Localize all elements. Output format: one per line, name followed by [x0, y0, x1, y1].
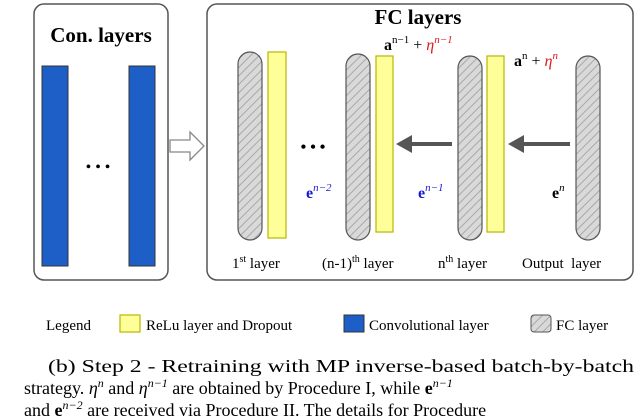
fc-layer-output — [575, 55, 601, 241]
legend-fc-swatch — [530, 314, 552, 333]
fc-ellipsis: • • • — [301, 139, 326, 156]
legend-relu-swatch — [119, 314, 141, 333]
label-output-layer: Output layer — [522, 256, 601, 272]
fc-layer-1st — [237, 51, 263, 241]
legend: Legend ReLu layer and Dropout Convolutio… — [46, 314, 608, 334]
legend-fc-label: FC layer — [556, 318, 608, 334]
label-e-n-1: en−1 — [418, 182, 444, 202]
backward-arrow-1 — [396, 135, 452, 153]
fc-layers-panel: FC layers • • • an−1+ηn−1 an+ηn — [206, 3, 634, 281]
label-n-1-layer: (n-1)th layer — [322, 254, 394, 272]
caption-line-1: (b) Step 2 - Retraining with MP inverse-… — [48, 356, 634, 377]
hollow-arrow-icon — [169, 130, 205, 162]
legend-title: Legend — [46, 318, 91, 334]
label-e-n-2: en−2 — [306, 182, 332, 202]
fc-layer-n — [457, 55, 483, 241]
caption-line-2: strategy. ηn and ηn−1 are obtained by Pr… — [24, 376, 453, 398]
con-ellipsis: • • • — [86, 159, 111, 176]
conv-layer-bar-left — [41, 65, 69, 267]
relu-layer-1st — [267, 51, 287, 239]
relu-layer-n — [486, 55, 505, 233]
fc-layers-title: FC layers — [375, 5, 462, 29]
legend-conv-label: Convolutional layer — [369, 318, 489, 334]
conv-layer-bar-right — [128, 65, 156, 267]
con-layers-panel: Con. layers • • • — [33, 3, 169, 281]
hollow-arrow — [169, 130, 205, 162]
con-layers-title: Con. layers — [50, 23, 152, 47]
label-a-n-1: an−1+ηn−1 — [384, 34, 453, 54]
relu-layer-n-1 — [375, 55, 394, 233]
label-e-n: en — [552, 182, 565, 202]
legend-relu-label: ReLu layer and Dropout — [146, 318, 293, 334]
label-n-layer: nth layer — [438, 254, 487, 272]
fc-layer-n-1 — [345, 53, 371, 241]
backward-arrow-2 — [508, 135, 570, 153]
legend-conv-swatch — [343, 314, 365, 333]
label-1st-layer: 1st layer — [232, 254, 280, 272]
caption-line-3: and en−2 are received via Procedure II. … — [24, 398, 486, 420]
label-a-n: an+ηn — [514, 50, 558, 70]
caption: (b) Step 2 - Retraining with MP inverse-… — [24, 356, 634, 420]
